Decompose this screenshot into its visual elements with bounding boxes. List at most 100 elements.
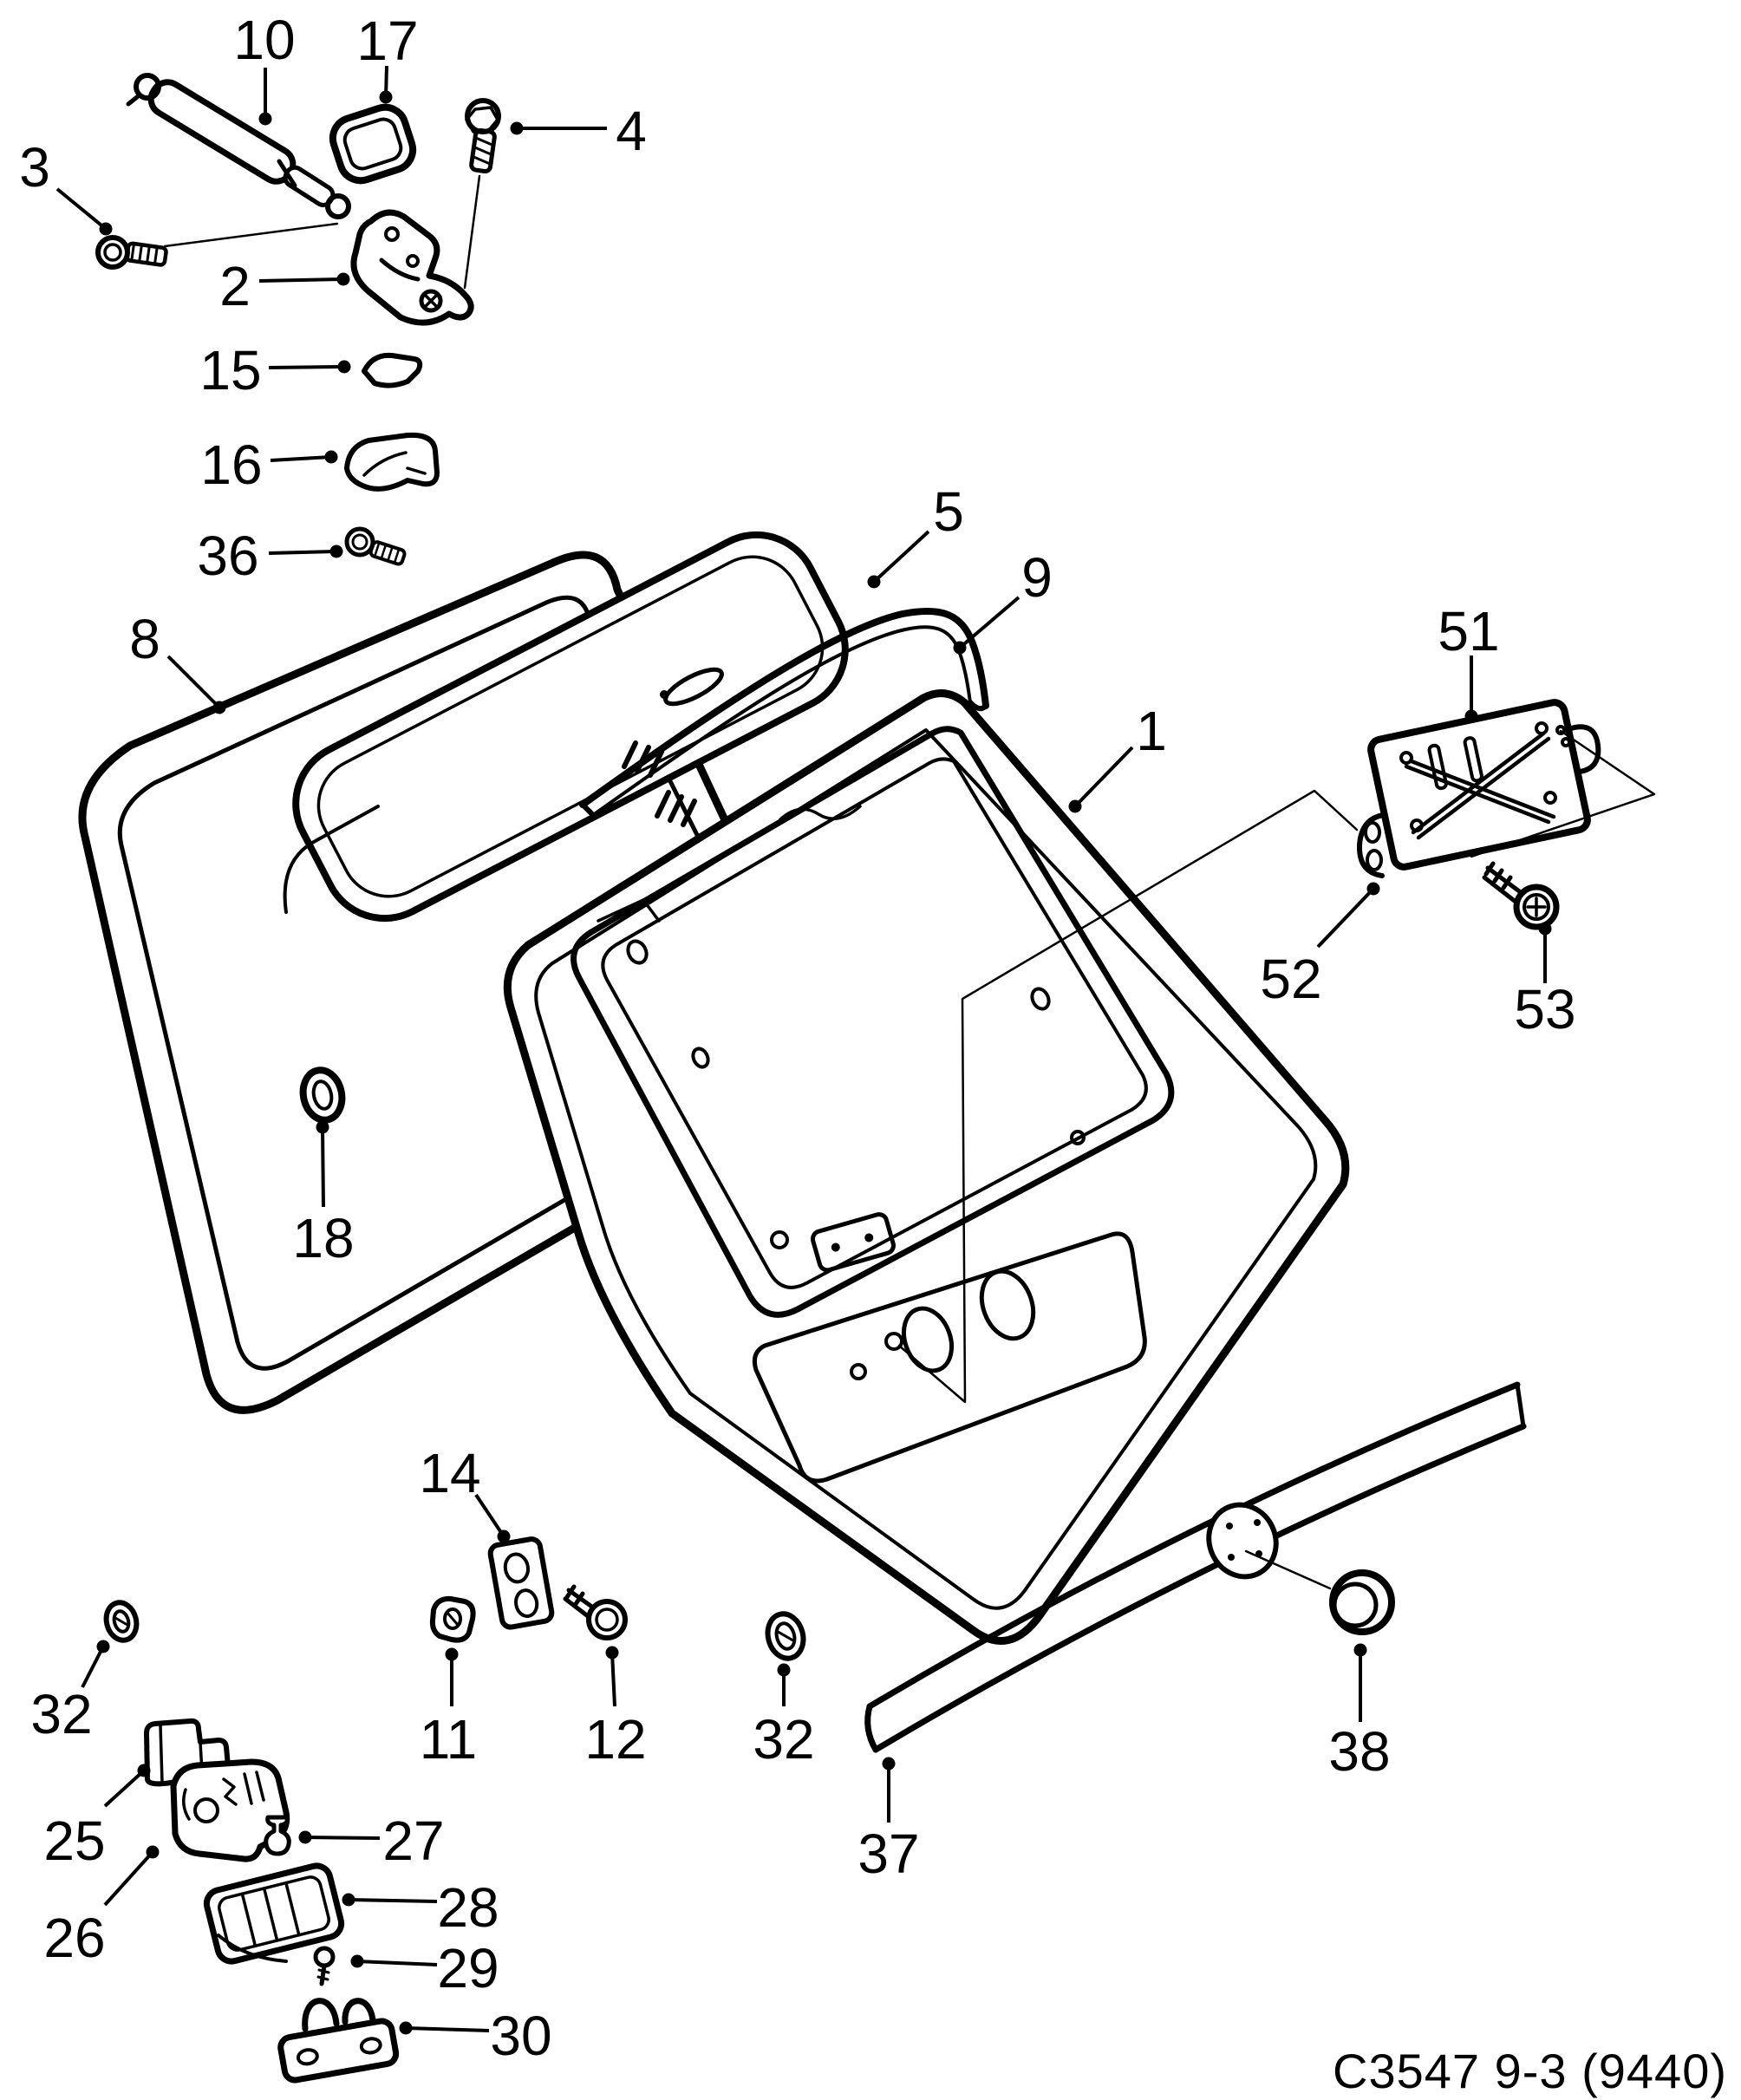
callout-number: 4 bbox=[616, 100, 647, 162]
callout-number: 2 bbox=[219, 255, 251, 317]
callout-number: 36 bbox=[197, 525, 258, 587]
leader-dot bbox=[350, 1954, 364, 1968]
callout-number: 38 bbox=[1328, 1720, 1390, 1783]
leader-dot bbox=[316, 1120, 329, 1134]
latch-assembly-drawing bbox=[170, 1758, 290, 1862]
leader-line bbox=[610, 1652, 616, 1707]
lock-bolt-drawing bbox=[563, 1584, 628, 1640]
callout-number: 8 bbox=[129, 608, 160, 670]
spoiler-panel-drawing bbox=[283, 531, 849, 923]
grommet-middle-drawing bbox=[765, 1611, 806, 1661]
leader-dot bbox=[399, 2021, 413, 2035]
callout-spoiler-panel: 5 bbox=[867, 480, 964, 589]
callout-handle-cover: 28 bbox=[342, 1876, 499, 1939]
weatherstrip-seal-drawing bbox=[78, 551, 834, 1414]
callout-number: 16 bbox=[200, 434, 262, 496]
callout-hinge-finisher: 16 bbox=[200, 434, 338, 496]
callout-lock-bolt: 12 bbox=[584, 1646, 647, 1771]
leader-line bbox=[872, 530, 930, 584]
lock-gasket-drawing bbox=[487, 1536, 555, 1630]
callout-number: 52 bbox=[1260, 948, 1321, 1010]
hinge-finisher-drawing bbox=[344, 432, 440, 492]
callout-number: 27 bbox=[382, 1810, 444, 1872]
callout-number: 25 bbox=[43, 1810, 105, 1872]
callout-striker: 30 bbox=[399, 2005, 552, 2067]
leader-dot bbox=[337, 360, 351, 374]
callout-latch-assembly: 26 bbox=[43, 1845, 160, 1969]
plate-bracket-drawing bbox=[1356, 699, 1601, 878]
lock-cylinder-plate-drawing bbox=[429, 1595, 476, 1643]
callout-number: 5 bbox=[933, 480, 964, 543]
leader-dot bbox=[605, 1646, 619, 1660]
leader-dot bbox=[96, 1640, 110, 1653]
callout-tailgate-hinge: 2 bbox=[219, 255, 350, 317]
leader-line bbox=[103, 1850, 154, 1907]
leader-dot bbox=[298, 1830, 312, 1844]
seal-grommet-drawing bbox=[299, 1066, 346, 1124]
callout-number: 10 bbox=[233, 9, 295, 71]
callout-seal-grommet: 18 bbox=[292, 1120, 355, 1269]
callout-number: 9 bbox=[1021, 546, 1053, 609]
callout-emblem-plug: 38 bbox=[1328, 1643, 1391, 1783]
callout-plate-bracket: 51 bbox=[1438, 600, 1500, 723]
hinge-bolt-drawing bbox=[465, 98, 501, 174]
callout-lock-cylinder-plate: 11 bbox=[420, 1647, 477, 1771]
callout-number: 1 bbox=[1136, 700, 1167, 762]
striker-drawing bbox=[277, 1998, 400, 2084]
callout-bracket-screw: 53 bbox=[1514, 922, 1576, 1040]
callout-lock-gasket: 14 bbox=[419, 1442, 511, 1543]
leader-dot bbox=[137, 1764, 151, 1777]
callout-number: 30 bbox=[490, 2005, 551, 2067]
callout-hinge-screw: 3 bbox=[19, 136, 113, 236]
callout-number: 14 bbox=[419, 1442, 480, 1504]
tailgate-panel-drawing bbox=[503, 689, 1350, 1645]
hinge-gasket-drawing bbox=[329, 103, 417, 185]
callout-cover-screw: 29 bbox=[350, 1937, 499, 1999]
projection-lines bbox=[163, 174, 1656, 1590]
callout-number: 37 bbox=[857, 1823, 919, 1885]
leader-dot bbox=[1538, 922, 1552, 936]
leader-line bbox=[81, 1646, 105, 1688]
callout-grommet-middle: 32 bbox=[753, 1663, 815, 1771]
leader-dot bbox=[258, 112, 272, 126]
callout-number: 12 bbox=[584, 1708, 646, 1771]
callout-hinge-bolt: 4 bbox=[510, 100, 647, 162]
grommet-left-drawing bbox=[103, 1600, 140, 1643]
cover-screw-drawing bbox=[313, 1946, 336, 1986]
leader-line bbox=[405, 2026, 490, 2032]
callout-grommet-left: 32 bbox=[30, 1640, 110, 1745]
bracket-screw-drawing bbox=[1482, 861, 1560, 930]
drawing-code: C3547 9-3 (9440) bbox=[1333, 2044, 1727, 2098]
leader-dot bbox=[882, 1757, 896, 1771]
callout-number: 29 bbox=[437, 1937, 499, 1999]
leader-dot bbox=[342, 1893, 355, 1907]
leader-line bbox=[356, 1960, 438, 1966]
callout-number: 53 bbox=[1514, 978, 1575, 1040]
leader-dot bbox=[99, 222, 113, 236]
leader-line bbox=[270, 455, 332, 462]
tailgate-hinge-drawing bbox=[350, 209, 474, 326]
leader-line bbox=[268, 365, 345, 369]
leader-dot bbox=[146, 1845, 160, 1859]
gas-strut-drawing bbox=[126, 73, 351, 219]
spoiler-bolt-drawing bbox=[344, 526, 407, 566]
leader-line bbox=[304, 1836, 381, 1840]
hinge-cover-drawing bbox=[362, 352, 423, 388]
callout-number: 3 bbox=[19, 136, 50, 199]
callout-gas-strut: 10 bbox=[233, 9, 296, 126]
callout-latch-bracket: 25 bbox=[43, 1764, 151, 1872]
leader-dot bbox=[1366, 882, 1380, 896]
leader-line bbox=[1316, 887, 1375, 949]
callout-bracket-tab: 52 bbox=[1260, 882, 1380, 1010]
leader-dot bbox=[336, 272, 350, 286]
emblem-plug-drawing bbox=[1329, 1569, 1395, 1635]
callout-number: 32 bbox=[753, 1708, 814, 1771]
callout-tailgate-panel: 1 bbox=[1068, 700, 1167, 813]
callout-spoiler-bolt: 36 bbox=[197, 525, 343, 587]
leader-dot bbox=[329, 545, 343, 558]
leader-line bbox=[1073, 746, 1134, 808]
callout-weatherstrip-seal: 8 bbox=[129, 608, 226, 714]
